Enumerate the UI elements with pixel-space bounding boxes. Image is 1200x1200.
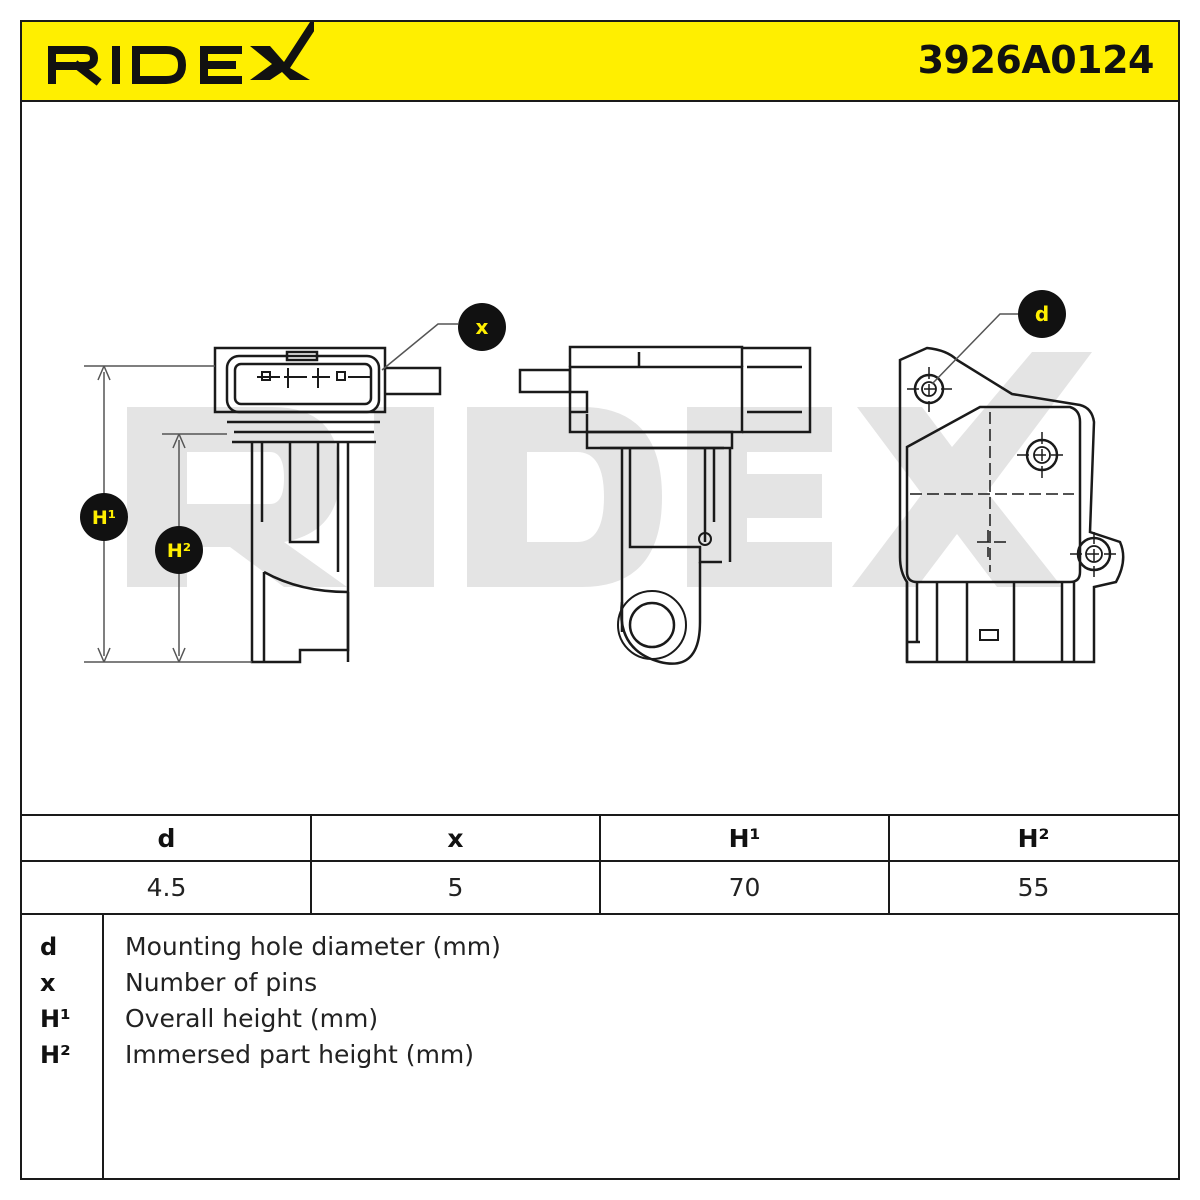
legend-row: x Number of pins [22,965,1178,1001]
legend-key: x [40,969,56,997]
spec-value-h2: 55 [1017,872,1050,902]
header-bar: 3926A0124 [22,22,1178,102]
datasheet-frame: 3926A0124 [20,20,1180,1180]
callout-x: x [458,303,506,351]
legend-description: Mounting hole diameter (mm) [125,932,501,961]
column-divider [310,816,312,913]
legend-key: H¹ [40,1005,71,1033]
legend-row: H¹ Overall height (mm) [22,1001,1178,1037]
h2-callout-label: H² [167,540,191,562]
d-leader-line [931,313,1020,385]
x-callout-label: x [476,315,489,339]
spec-value-x: 5 [447,872,464,902]
callout-h2: H² [155,526,203,574]
front-view [518,345,812,665]
callout-h1: H¹ [80,493,128,541]
h1-callout-label: H¹ [92,507,116,529]
legend-row: d Mounting hole diameter (mm) [22,929,1178,965]
part-number: 3926A0124 [917,38,1155,82]
spec-header-h1: H¹ [600,816,889,862]
x-leader-line [381,323,458,371]
spec-value-d: 4.5 [146,872,187,902]
technical-drawing: H¹ H² x [22,102,1178,814]
d-callout-label: d [1035,302,1049,326]
spec-header-h2: H² [889,816,1178,862]
legend-row: H² Immersed part height (mm) [22,1037,1178,1073]
ridex-watermark [127,352,1092,587]
legend-key: H² [40,1041,71,1069]
spec-header-d: d [22,816,311,862]
spec-table: d x H¹ H² 4.5 5 70 55 [22,814,1178,915]
legend: d Mounting hole diameter (mm) x Number o… [22,913,1178,1178]
ridex-logo [48,22,314,86]
column-divider [599,816,601,913]
legend-key: d [40,933,58,961]
column-divider [888,816,890,913]
center-marks [907,367,1118,577]
legend-description: Immersed part height (mm) [125,1040,475,1069]
legend-description: Overall height (mm) [125,1004,379,1033]
spec-header-x: x [311,816,600,862]
legend-divider [102,913,104,1178]
dimension-lines [84,365,252,663]
side-view [213,346,442,664]
legend-description: Number of pins [125,968,318,997]
callout-d: d [1018,290,1066,338]
spec-value-h1: 70 [728,872,761,902]
